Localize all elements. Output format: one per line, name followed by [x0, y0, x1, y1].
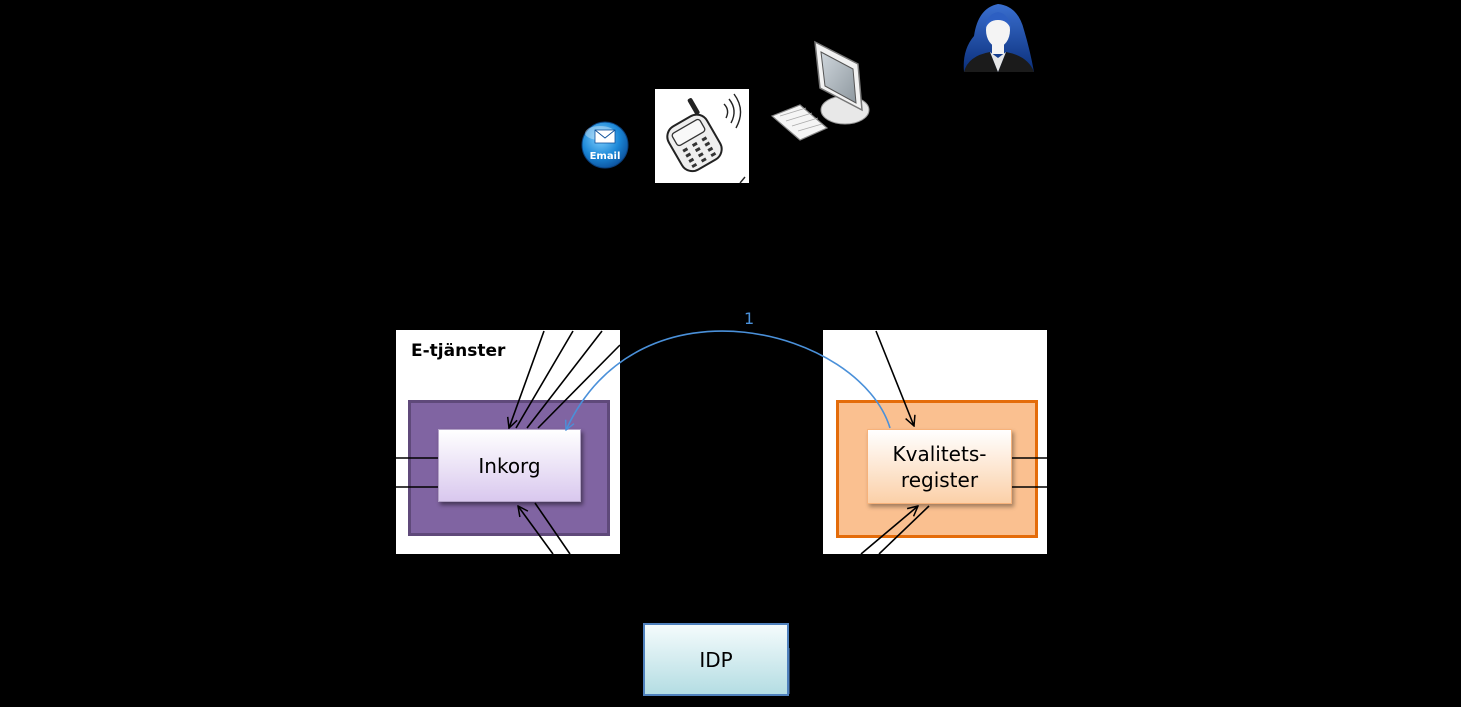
kvalitetsregister-node[interactable]: Kvalitets- register: [867, 429, 1012, 504]
desktop-computer-icon[interactable]: [770, 40, 870, 141]
mobile-phone-icon[interactable]: [655, 93, 746, 184]
inkorg-node[interactable]: Inkorg: [438, 429, 581, 502]
edge-kval-bottom-2: [878, 505, 930, 555]
edge-inkorg-bottom-1: [518, 506, 554, 555]
flow-1-arc: [566, 330, 891, 430]
edges-inkorg-top: [509, 330, 621, 429]
email-icon-label: Email: [590, 151, 621, 162]
kvalitetsregister-panel: Kvalitets- register: [823, 330, 1047, 554]
kvalitetsregister-label-line1: Kvalitets-: [892, 441, 987, 466]
etjanster-title: E-tjänster: [411, 341, 506, 361]
edge-inkorg-top-1: [509, 330, 545, 428]
idp-node[interactable]: IDP: [643, 623, 789, 696]
edges-kval-right: [1012, 457, 1047, 488]
edge-kval-top-1: [875, 330, 914, 426]
edge-kval-bottom-1: [860, 506, 918, 555]
idp-label: IDP: [699, 647, 733, 672]
edge-inkorg-top-4: [537, 344, 621, 429]
edges-inkorg-bottom: [518, 502, 571, 555]
user-avatar-icon[interactable]: [963, 4, 1034, 72]
edges-kval-bottom: [860, 505, 930, 555]
edges-kval-top: [875, 330, 914, 426]
email-icon[interactable]: Email: [581, 121, 629, 169]
edge-inkorg-top-2: [515, 330, 574, 429]
edge-inkorg-top-3: [526, 330, 603, 429]
etjanster-panel: E-tjänster Inkorg: [396, 330, 620, 554]
edges-inkorg-left: [396, 457, 438, 488]
edge-inkorg-bottom-2: [534, 502, 571, 555]
flow-1-label: 1: [744, 309, 754, 328]
kvalitetsregister-label-line2: register: [900, 467, 979, 492]
inkorg-label: Inkorg: [478, 453, 541, 478]
